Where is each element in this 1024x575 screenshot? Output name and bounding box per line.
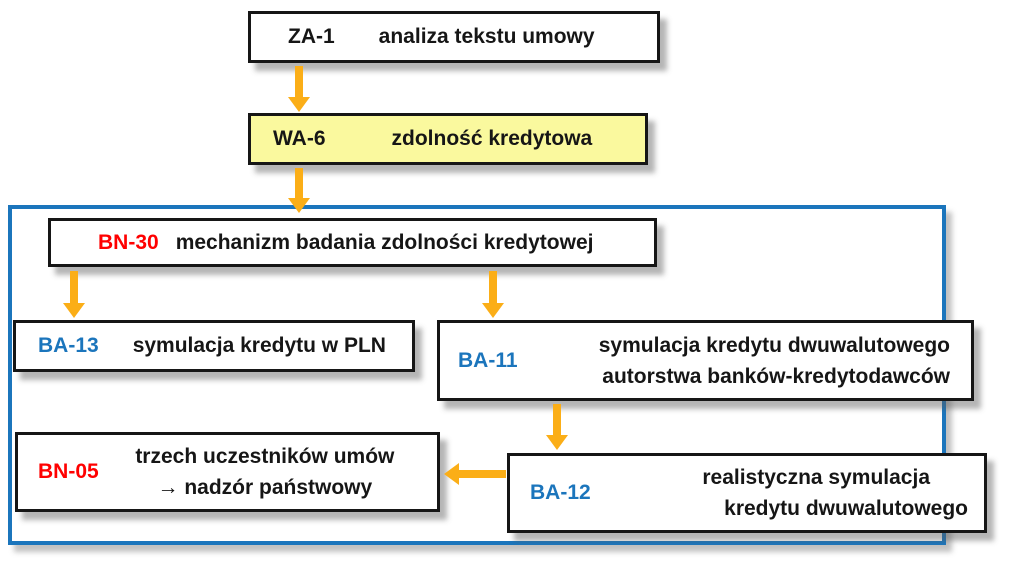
node-bn05-label-line1: trzech uczestników umów (135, 445, 395, 468)
arrow-shaft (295, 168, 303, 198)
node-bn30-code: BN-30 (98, 230, 159, 254)
arrow-ba12-to-bn05-icon (444, 463, 506, 485)
arrow-head (63, 303, 85, 318)
node-bn30: BN-30 mechanizm badania zdolności kredyt… (48, 218, 657, 267)
node-bn05: BN-05 trzech uczestników umów → nadzór p… (15, 432, 440, 512)
node-za1-label: analiza tekstu umowy (378, 25, 595, 48)
arrow-head (288, 198, 310, 213)
arrow-head (482, 303, 504, 318)
node-ba12: BA-12 realistyczna symulacja kredytu dwu… (507, 453, 987, 533)
node-wa6-label: zdolność kredytowa (391, 127, 593, 150)
node-ba11-code: BA-11 (458, 348, 518, 372)
arrow-wa6-to-bn30-icon (288, 168, 310, 213)
node-za1: ZA-1 analiza tekstu umowy (248, 11, 660, 63)
node-ba12-label-line2: kredytu dwuwalutowego (724, 497, 968, 520)
arrow-shaft (295, 66, 303, 97)
node-ba11-label-line1: symulacja kredytu dwuwalutowego (598, 333, 950, 357)
node-bn30-label: mechanizm badania zdolności kredytowej (175, 230, 594, 254)
node-ba11: BA-11 symulacja kredytu dwuwalutowego au… (437, 320, 974, 401)
node-wa6-code: WA-6 (273, 127, 326, 150)
node-bn05-label-line2: → nadzór państwowy (157, 476, 373, 499)
arrow-za1-to-wa6-icon (288, 66, 310, 112)
arrow-bn30-to-ba13-icon (63, 271, 85, 318)
arrow-shaft (459, 470, 506, 478)
node-ba12-label: realistyczna symulacja kredytu dwuwaluto… (591, 462, 984, 524)
node-ba11-label: symulacja kredytu dwuwalutowego autorstw… (518, 330, 971, 392)
arrow-shaft (553, 404, 561, 435)
arrow-bn30-to-ba11-icon (482, 271, 504, 318)
arrow-ba11-to-ba12-icon (546, 404, 568, 450)
node-ba13-code: BA-13 (38, 334, 99, 357)
node-za1-code: ZA-1 (288, 25, 335, 48)
arrow-shaft (489, 271, 497, 303)
node-bn05-code: BN-05 (38, 460, 99, 483)
node-ba12-label-line1: realistyczna symulacja (702, 466, 930, 489)
node-ba13-label: symulacja kredytu w PLN (132, 334, 386, 357)
arrow-head (288, 97, 310, 112)
arrow-head (546, 435, 568, 450)
node-ba12-code: BA-12 (530, 481, 591, 504)
arrow-shaft (70, 271, 78, 303)
node-ba11-label-line2: autorstwa banków-kredytodawców (602, 364, 950, 388)
node-wa6: WA-6 zdolność kredytowa (248, 113, 648, 165)
arrow-head (444, 463, 459, 485)
node-ba13: BA-13 symulacja kredytu w PLN (13, 320, 415, 372)
node-bn05-label: trzech uczestników umów → nadzór państwo… (99, 441, 437, 503)
